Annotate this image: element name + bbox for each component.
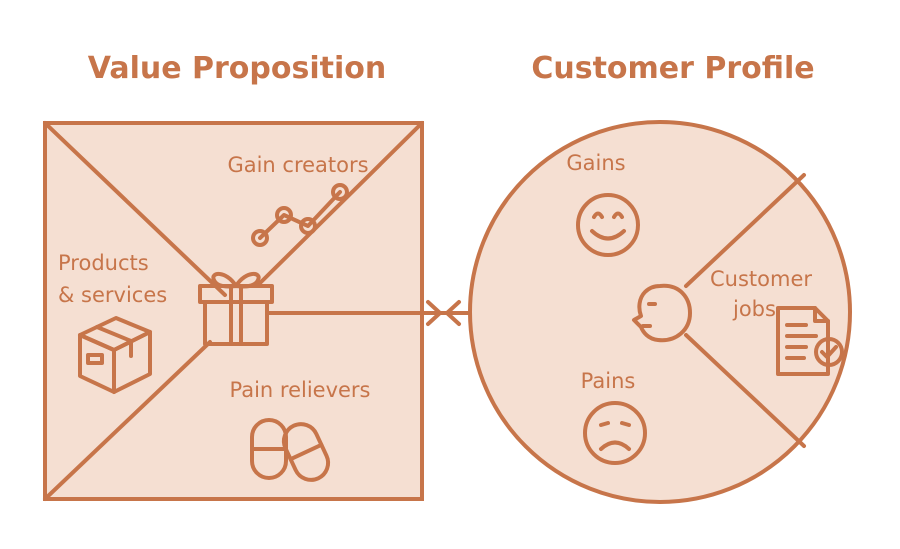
box-icon xyxy=(78,316,152,394)
customer-profile-title: Customer Profile xyxy=(531,51,814,86)
divider-upper xyxy=(684,173,806,288)
pains-label: Pains xyxy=(581,369,636,393)
gift-icon xyxy=(198,272,274,346)
frown-icon xyxy=(583,401,647,465)
pills-icon xyxy=(250,418,331,482)
smiley-icon xyxy=(576,193,640,257)
divider-top-right xyxy=(256,121,424,287)
gains-label: Gains xyxy=(566,151,625,175)
divider-bottom-left xyxy=(43,340,212,501)
divider-lower xyxy=(684,333,806,448)
customer-jobs-label-line2: jobs xyxy=(732,297,776,321)
customer-profile-frame xyxy=(468,120,852,504)
gain-creators-label: Gain creators xyxy=(227,153,368,177)
customer-profile-circle xyxy=(468,120,852,504)
value-proposition-title: Value Proposition xyxy=(88,51,386,86)
products-label-line1: Products xyxy=(58,251,149,275)
line-chart-icon xyxy=(251,183,349,247)
face-profile-icon xyxy=(632,283,692,343)
customer-jobs-label-line1: Customer xyxy=(710,267,812,291)
document-check-icon xyxy=(776,306,844,376)
divider-top-left xyxy=(43,121,227,297)
pain-relievers-label: Pain relievers xyxy=(229,378,370,402)
products-label-line2: & services xyxy=(58,283,167,307)
